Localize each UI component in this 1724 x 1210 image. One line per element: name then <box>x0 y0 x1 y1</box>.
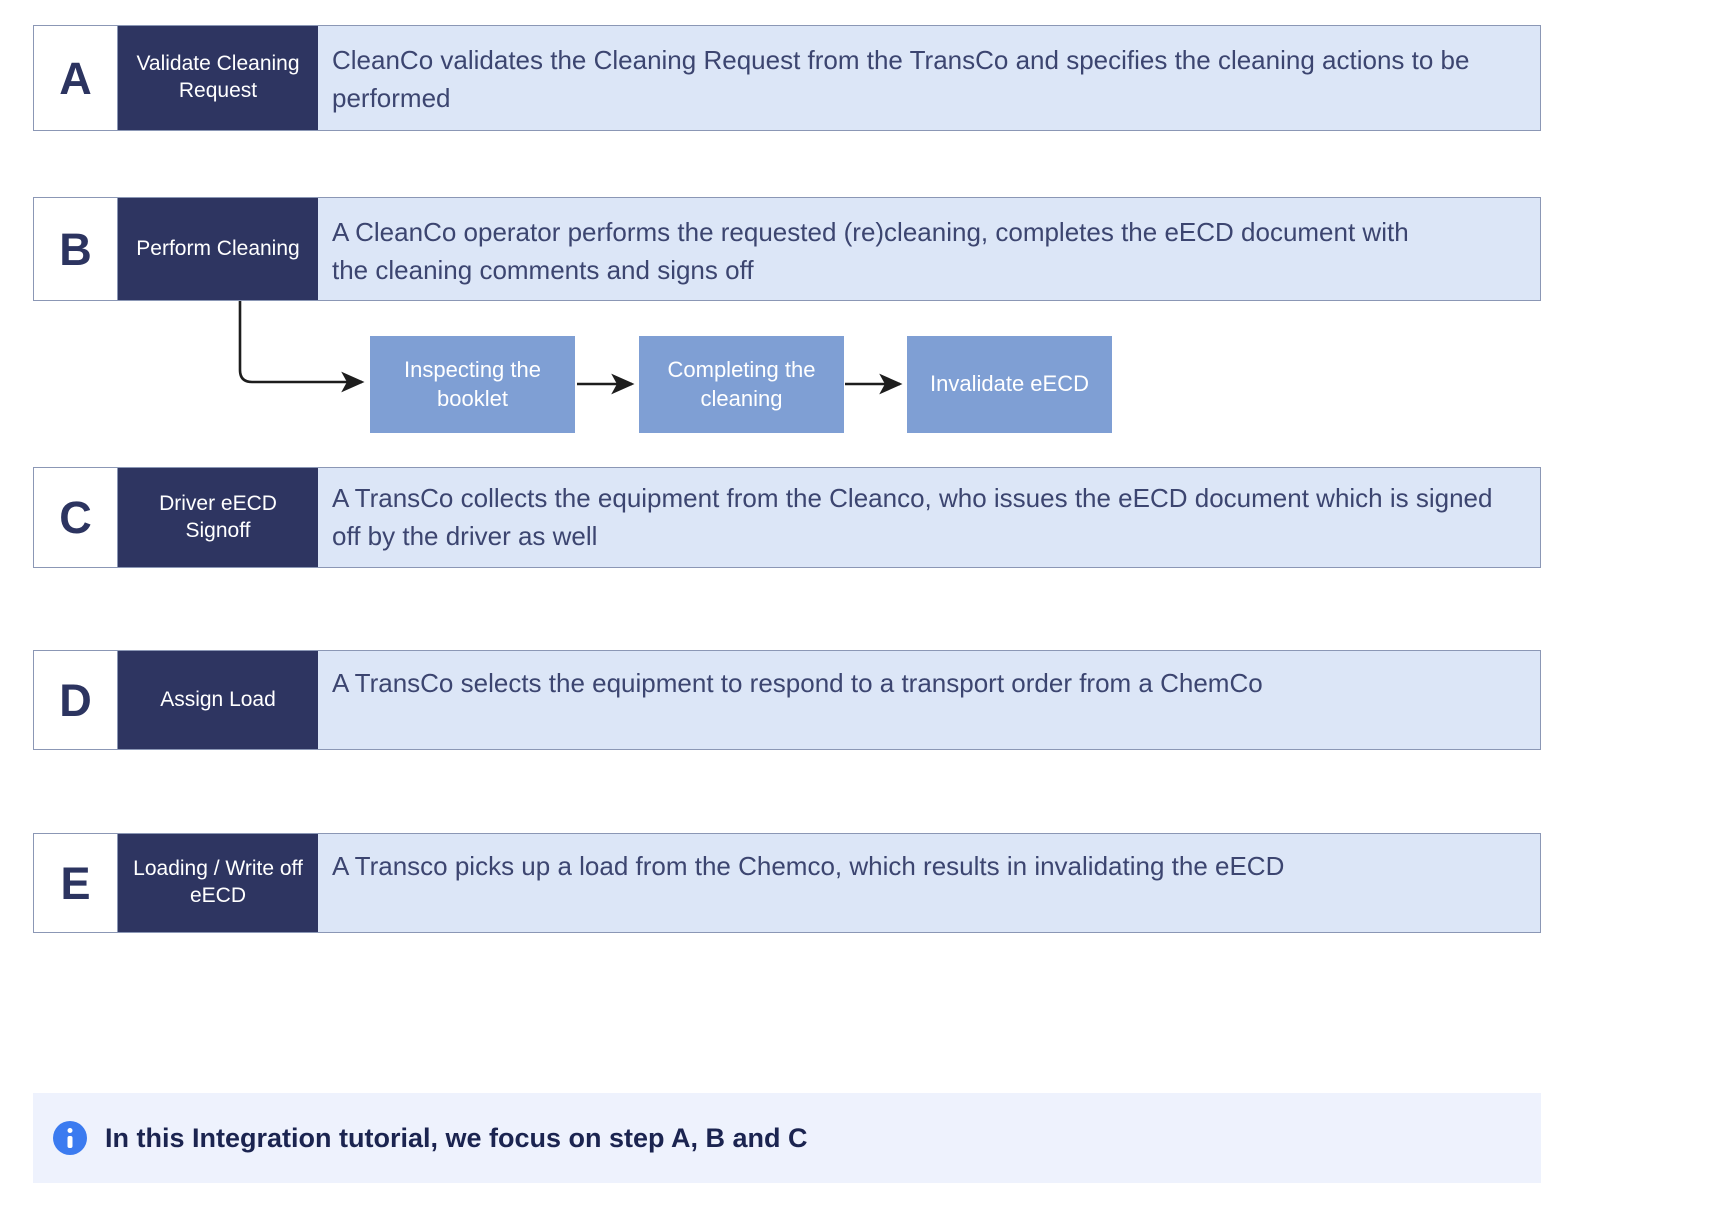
info-note-text: In this Integration tutorial, we focus o… <box>105 1122 808 1153</box>
step-letter-b: B <box>59 223 92 275</box>
step-description-c: A TransCo collects the equipment from th… <box>318 468 1540 567</box>
step-row-b[interactable]: B Perform Cleaning A CleanCo operator pe… <box>33 197 1541 301</box>
subflow-box-label: Inspecting the booklet <box>404 356 541 411</box>
subflow-box-label: Invalidate eECD <box>930 371 1089 397</box>
subflow-box-completing-the-cleaning[interactable]: Completing the cleaning <box>639 336 844 433</box>
step-letter-cell-c: C <box>34 468 118 567</box>
step-letter-cell-e: E <box>34 834 118 932</box>
step-label-d: Assign Load <box>118 651 318 749</box>
step-label-a: Validate Cleaning Request <box>118 26 318 130</box>
subflow-box-inspecting-the-booklet[interactable]: Inspecting the booklet <box>370 336 575 433</box>
step-row-a[interactable]: A Validate Cleaning Request CleanCo vali… <box>33 25 1541 131</box>
step-row-d[interactable]: D Assign Load A TransCo selects the equi… <box>33 650 1541 750</box>
step-letter-cell-a: A <box>34 26 118 130</box>
step-label-b: Perform Cleaning <box>118 198 318 300</box>
step-row-e[interactable]: E Loading / Write off eECD A Transco pic… <box>33 833 1541 933</box>
step-letter-c: C <box>59 492 92 543</box>
step-label-c: Driver eECD Signoff <box>118 468 318 567</box>
step-letter-a: A <box>59 52 92 104</box>
step-description-e: A Transco picks up a load from the Chemc… <box>318 834 1540 932</box>
step-letter-cell-d: D <box>34 651 118 749</box>
step-description-a: CleanCo validates the Cleaning Request f… <box>318 26 1540 130</box>
subflow-box-invalidate-eecd[interactable]: Invalidate eECD <box>907 336 1112 433</box>
step-letter-d: D <box>59 674 92 726</box>
step-description-d: A TransCo selects the equipment to respo… <box>318 651 1540 749</box>
step-letter-cell-b: B <box>34 198 118 300</box>
subflow-box-label: Completing the cleaning <box>667 356 816 411</box>
info-note-bar: In this Integration tutorial, we focus o… <box>33 1093 1541 1183</box>
step-letter-e: E <box>60 857 91 909</box>
info-icon <box>53 1121 87 1155</box>
step-row-c[interactable]: C Driver eECD Signoff A TransCo collects… <box>33 467 1541 568</box>
step-description-b: A CleanCo operator performs the requeste… <box>318 198 1540 300</box>
step-label-e: Loading / Write off eECD <box>118 834 318 932</box>
